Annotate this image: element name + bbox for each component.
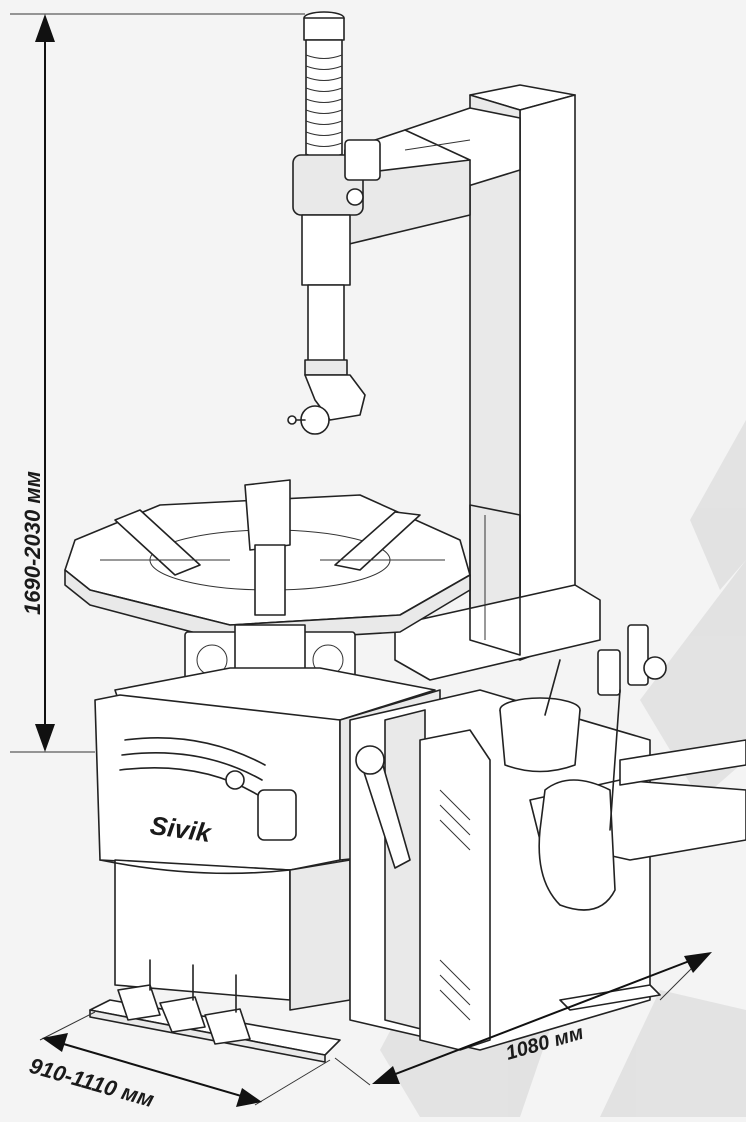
bead-breaker	[349, 624, 746, 1051]
width-dimension-label: 910-1110 мм	[27, 1053, 157, 1112]
dimension-height: 1690-2030 мм	[10, 13, 305, 753]
turntable	[64, 479, 471, 643]
tower-column	[394, 84, 601, 681]
vertical-shaft	[287, 11, 381, 435]
pedal-assembly	[89, 959, 341, 1063]
height-dimension-label: 1690-2030 мм	[20, 471, 45, 615]
